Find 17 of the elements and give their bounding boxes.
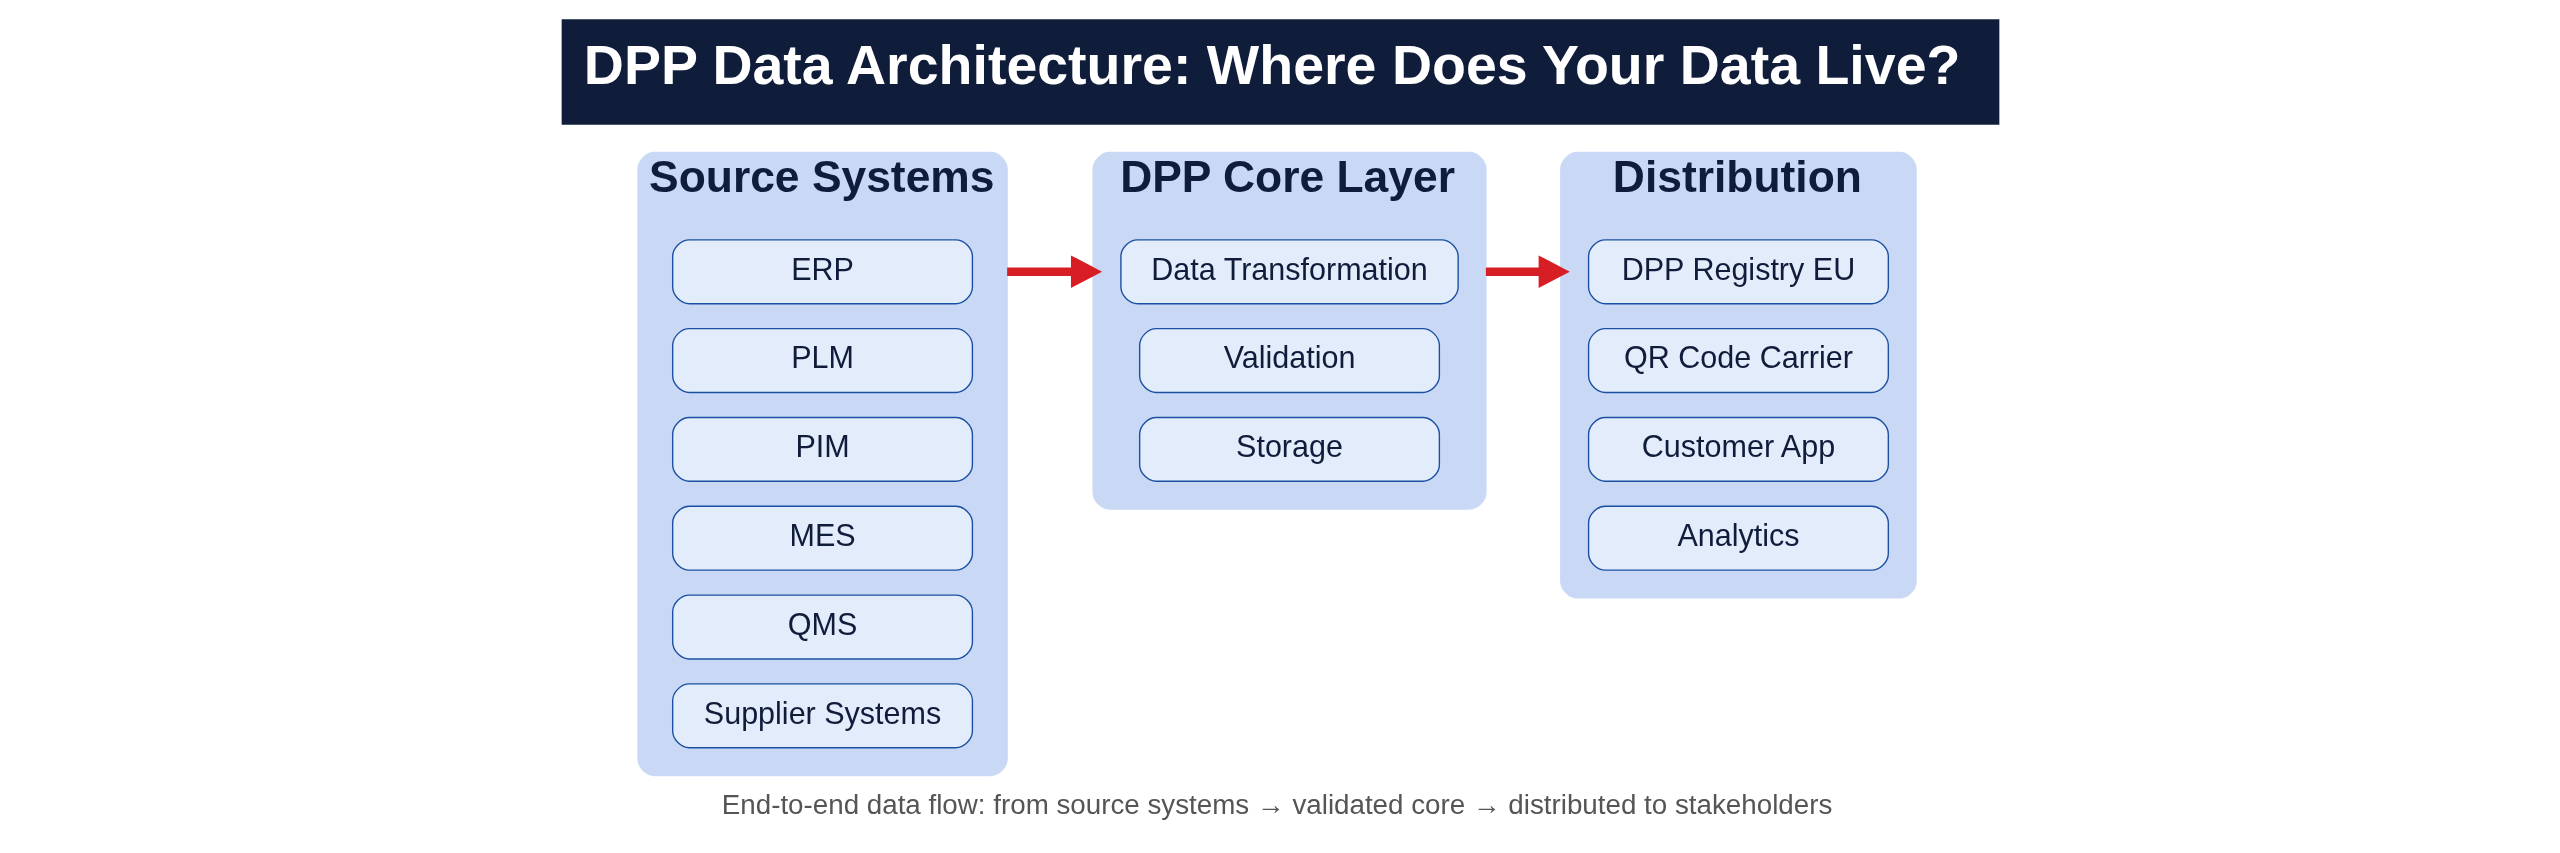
arrow [1485, 255, 1570, 289]
node-box: QR Code Carrier [1587, 327, 1889, 394]
node-box: Analytics [1587, 505, 1889, 571]
node-box: ERP [671, 239, 973, 305]
node-box: PLM [671, 327, 973, 394]
caption: End-to-end data flow: from source systems → validated core → distributed to stakeholders [721, 789, 1832, 821]
node-box: PIM [671, 416, 973, 482]
arrow [1006, 255, 1102, 289]
node-box: MES [671, 505, 973, 571]
node-box: DPP Registry EU [1587, 239, 1889, 305]
node-box: Supplier Systems [671, 683, 973, 749]
node-box: QMS [671, 594, 973, 660]
diagram-title: DPP Data Architecture: Where Does Your Data Live? [583, 34, 1960, 97]
node-box: Data Transformation [1119, 239, 1459, 305]
node-box: Storage [1138, 416, 1440, 482]
node-box: Validation [1138, 327, 1440, 394]
node-box: Customer App [1587, 416, 1889, 482]
